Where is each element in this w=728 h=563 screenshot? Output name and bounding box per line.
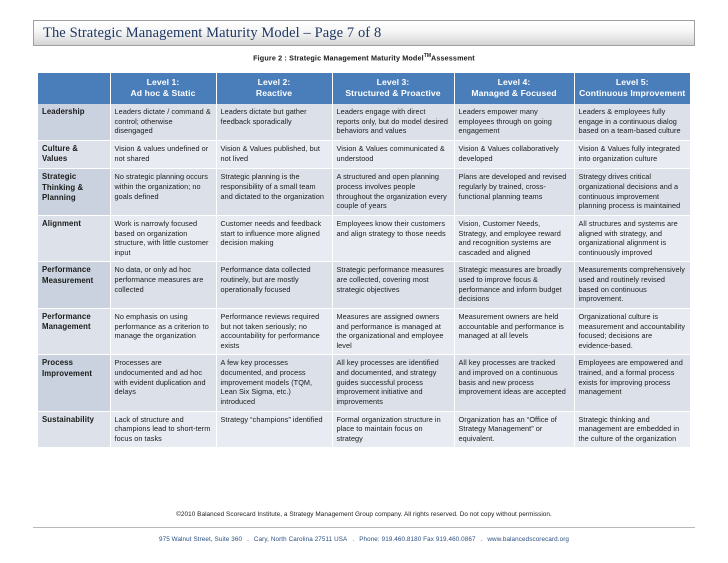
header-level-5-line2: Continuous Improvement: [579, 88, 686, 98]
header-cell-level-3: Level 3: Structured & Proactive: [332, 73, 455, 104]
row-dimension-label: Process Improvement: [38, 354, 111, 412]
footer-separator-3: .: [480, 536, 483, 543]
header-level-4-line1: Level 4:: [497, 77, 531, 87]
cell-performance-measurement-level-2: Performance data collected routinely, bu…: [216, 261, 333, 309]
cell-culture-values-level-4: Vision & Values collaboratively develope…: [454, 140, 575, 170]
cell-alignment-level-4: Vision, Customer Needs, Strategy, and em…: [454, 215, 575, 263]
figure-caption: Figure 2 : Strategic Management Maturity…: [0, 53, 728, 62]
cell-strategic-thinking-level-2: Strategic planning is the responsibility…: [216, 168, 333, 216]
table-row: Performance Management No emphasis on us…: [38, 308, 690, 356]
cell-performance-management-level-4: Measurement owners are held accountable …: [454, 308, 575, 356]
table-header-row: Level 1: Ad hoc & Static Level 2: Reacti…: [38, 73, 690, 104]
cell-process-improvement-level-2: A few key processes documented, and proc…: [216, 354, 333, 412]
footer-separator-1: .: [247, 536, 249, 543]
header-level-1-line1: Level 1:: [146, 77, 180, 87]
cell-performance-measurement-level-4: Strategic measures are broadly used to i…: [454, 261, 575, 309]
row-dimension-label: Culture & Values: [38, 140, 111, 170]
cell-strategic-thinking-level-1: No strategic planning occurs within the …: [110, 168, 217, 216]
cell-alignment-level-1: Work is narrowly focused based on organi…: [110, 215, 217, 263]
page-title: The Strategic Management Maturity Model …: [43, 24, 382, 41]
maturity-matrix-container: Level 1: Ad hoc & Static Level 2: Reacti…: [38, 73, 690, 449]
cell-alignment-level-5: All structures and systems are aligned w…: [574, 215, 690, 263]
cell-process-improvement-level-3: All key processes are identified and doc…: [332, 354, 455, 412]
cell-strategic-thinking-level-3: A structured and open planning process i…: [332, 168, 455, 216]
trademark-mark: TM: [423, 53, 431, 59]
row-dimension-label: Sustainability: [38, 411, 111, 449]
cell-performance-management-level-3: Measures are assigned owners and perform…: [332, 308, 455, 356]
cell-alignment-level-3: Employees know their customers and align…: [332, 215, 455, 263]
header-level-3-line1: Level 3:: [376, 77, 410, 87]
figure-caption-suffix: Assessment: [431, 53, 475, 63]
cell-sustainability-level-1: Lack of structure and champions lead to …: [110, 411, 217, 449]
table-row: Performance Measurement No data, or only…: [38, 261, 690, 309]
cell-sustainability-level-4: Organization has an “Office of Strategy …: [454, 411, 575, 449]
cell-strategic-thinking-level-5: Strategy drives critical organizational …: [574, 168, 690, 216]
header-cell-corner: [38, 73, 111, 104]
cell-culture-values-level-3: Vision & Values communicated & understoo…: [332, 140, 455, 170]
cell-process-improvement-level-1: Processes are undocumented and ad hoc wi…: [110, 354, 217, 412]
header-level-1-line2: Ad hoc & Static: [130, 88, 196, 98]
footer-city: Cary, North Carolina 27511 USA: [253, 536, 348, 543]
table-row: Leadership Leaders dictate / command & c…: [38, 104, 690, 141]
row-dimension-label: Leadership: [38, 104, 111, 141]
page-footer: 975 Walnut Street, Suite 360. Cary, North…: [33, 527, 695, 551]
cell-sustainability-level-5: Strategic thinking and management are em…: [574, 411, 690, 449]
cell-performance-measurement-level-5: Measurements comprehensively used and ro…: [574, 261, 690, 309]
row-dimension-label: Performance Management: [38, 308, 111, 356]
cell-performance-measurement-level-3: Strategic performance measures are colle…: [332, 261, 455, 309]
cell-sustainability-level-2: Strategy “champions” identified: [216, 411, 333, 449]
header-cell-level-1: Level 1: Ad hoc & Static: [110, 73, 217, 104]
figure-caption-prefix: Figure 2 : Strategic Management Maturity…: [253, 53, 424, 63]
footer-contact-line: 975 Walnut Street, Suite 360. Cary, North…: [159, 536, 569, 543]
table-row: Strategic Thinking & Planning No strateg…: [38, 168, 690, 216]
cell-leadership-level-1: Leaders dictate / command & control; oth…: [110, 104, 217, 141]
table-header: Level 1: Ad hoc & Static Level 2: Reacti…: [38, 73, 690, 104]
cell-culture-values-level-1: Vision & values undefined or not shared: [110, 140, 217, 170]
cell-performance-management-level-5: Organizational culture is measurement an…: [574, 308, 690, 356]
cell-leadership-level-4: Leaders empower many employees through o…: [454, 104, 575, 141]
footer-address: 975 Walnut Street, Suite 360: [158, 536, 243, 543]
cell-process-improvement-level-4: All key processes are tracked and improv…: [454, 354, 575, 412]
header-level-2-line1: Level 2:: [257, 77, 291, 87]
header-level-2-line2: Reactive: [255, 88, 293, 98]
cell-sustainability-level-3: Formal organization structure in place t…: [332, 411, 455, 449]
cell-culture-values-level-2: Vision & Values published, but not lived: [216, 140, 333, 170]
maturity-matrix-table: Level 1: Ad hoc & Static Level 2: Reacti…: [38, 73, 690, 449]
header-cell-level-4: Level 4: Managed & Focused: [454, 73, 575, 104]
cell-performance-measurement-level-1: No data, or only ad hoc performance meas…: [110, 261, 217, 309]
table-row: Process Improvement Processes are undocu…: [38, 354, 690, 412]
header-level-4-line2: Managed & Focused: [471, 88, 557, 98]
table-row: Sustainability Lack of structure and cha…: [38, 411, 690, 449]
row-dimension-label: Performance Measurement: [38, 261, 111, 309]
row-dimension-label: Alignment: [38, 215, 111, 263]
cell-performance-management-level-2: Performance reviews required but not tak…: [216, 308, 333, 356]
footer-phone: Phone: 919.460.8180 Fax 919.460.0867: [359, 536, 476, 543]
cell-alignment-level-2: Customer needs and feedback start to inf…: [216, 215, 333, 263]
page-title-bar: The Strategic Management Maturity Model …: [33, 20, 695, 46]
row-dimension-label: Strategic Thinking & Planning: [38, 168, 111, 216]
cell-leadership-level-2: Leaders dictate but gather feedback spor…: [216, 104, 333, 141]
header-level-5-line1: Level 5:: [615, 77, 649, 87]
copyright-notice: ©2010 Balanced Scorecard Institute, a St…: [176, 511, 552, 518]
cell-strategic-thinking-level-4: Plans are developed and revised regularl…: [454, 168, 575, 216]
cell-process-improvement-level-5: Employees are empowered and trained, and…: [574, 354, 690, 412]
cell-leadership-level-3: Leaders engage with direct reports only,…: [332, 104, 455, 141]
cell-leadership-level-5: Leaders & employees fully engage in a co…: [574, 104, 690, 141]
header-cell-level-2: Level 2: Reactive: [216, 73, 333, 104]
footer-website-link[interactable]: www.balancedscorecard.org: [487, 536, 570, 543]
table-row: Culture & Values Vision & values undefin…: [38, 140, 690, 170]
header-level-3-line2: Structured & Proactive: [345, 88, 441, 98]
table-body: Leadership Leaders dictate / command & c…: [38, 104, 690, 449]
footer-separator-2: .: [352, 536, 355, 543]
cell-culture-values-level-5: Vision & Values fully integrated into or…: [574, 140, 690, 170]
table-row: Alignment Work is narrowly focused based…: [38, 215, 690, 263]
cell-performance-management-level-1: No emphasis on using performance as a cr…: [110, 308, 217, 356]
header-cell-level-5: Level 5: Continuous Improvement: [574, 73, 690, 104]
